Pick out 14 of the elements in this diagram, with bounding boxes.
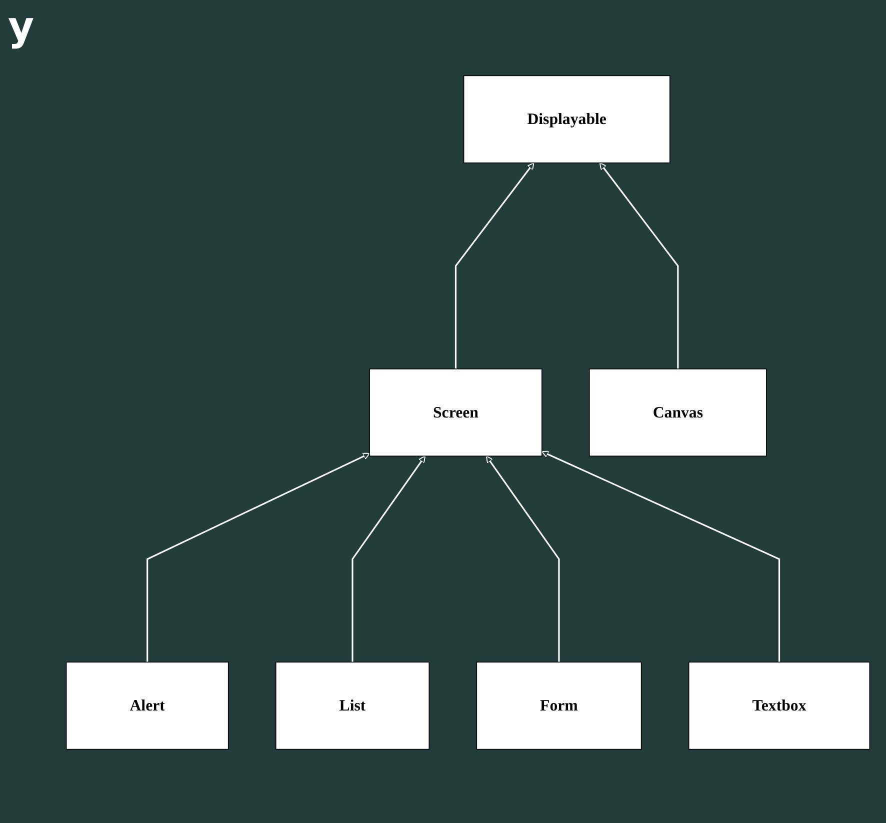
- node-box: Form: [476, 662, 642, 750]
- arrow: [352, 456, 426, 662]
- node-box: List: [276, 662, 430, 750]
- node-box: Displayable: [463, 75, 670, 164]
- arrow: [599, 162, 679, 369]
- node-box: Alert: [66, 662, 229, 750]
- arrow: [486, 456, 560, 662]
- arrow: [454, 162, 534, 369]
- node-box: Textbox: [688, 662, 870, 750]
- arrow: [146, 452, 370, 662]
- arrow: [541, 450, 780, 662]
- node-box: Screen: [369, 368, 542, 456]
- title: y: [8, 4, 34, 50]
- node-box: Canvas: [589, 368, 767, 456]
